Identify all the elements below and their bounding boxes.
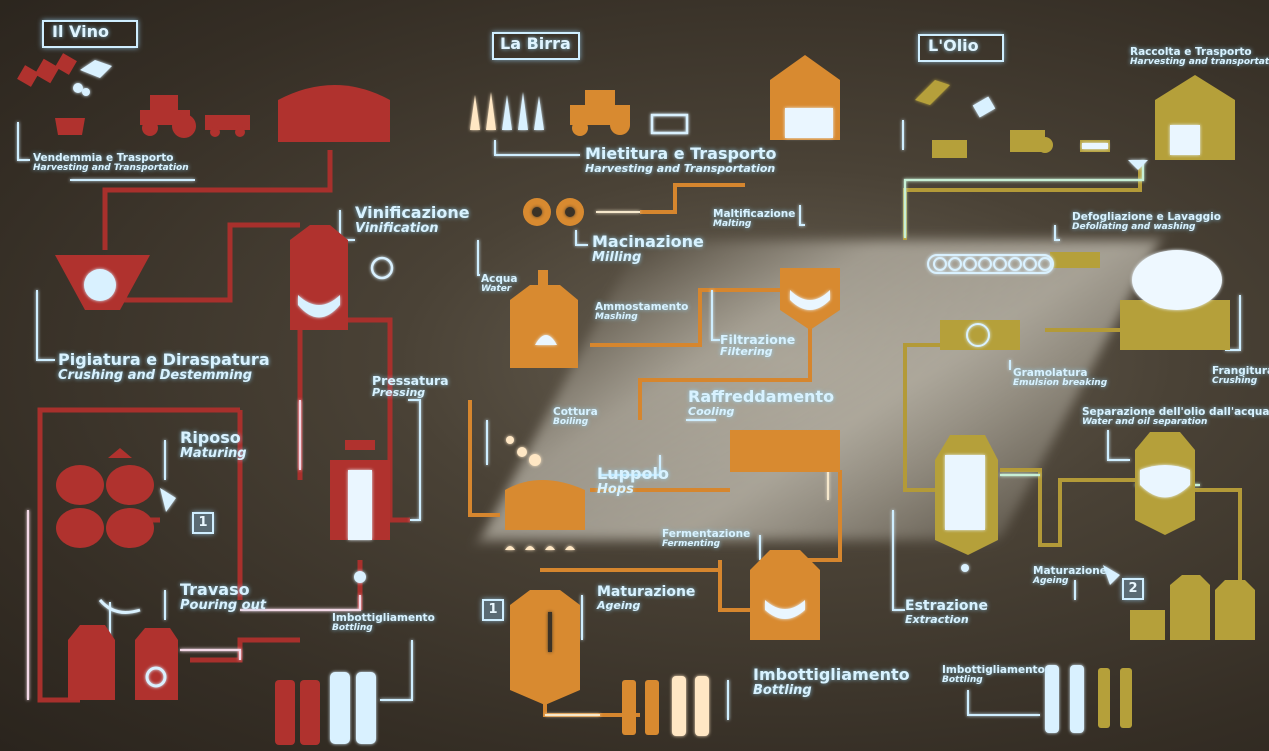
wine-pipes [37, 150, 410, 703]
section-tag-wine-frame [42, 20, 138, 48]
section-title-oil: L'Olio [928, 36, 979, 55]
beer-pipes [468, 183, 842, 717]
wine-calendar-icon: 1 [192, 512, 214, 534]
oil-icon-accents [915, 80, 1222, 733]
section-title-wine: Il Vino [52, 22, 109, 41]
beer-icon-accents [470, 92, 833, 736]
wine-icon-accents [73, 60, 394, 744]
section-tag-beer-frame [492, 32, 580, 60]
wine-pipes-glow [26, 400, 362, 700]
beer-calendar-icon: 1 [482, 599, 504, 621]
beer-connector-lines [477, 140, 805, 720]
oil-icons [932, 75, 1255, 728]
section-tag-oil-frame [918, 34, 1004, 62]
oil-calendar-icon: 2 [1122, 578, 1144, 600]
section-title-beer: La Birra [500, 34, 571, 53]
beer-icons [505, 55, 840, 735]
